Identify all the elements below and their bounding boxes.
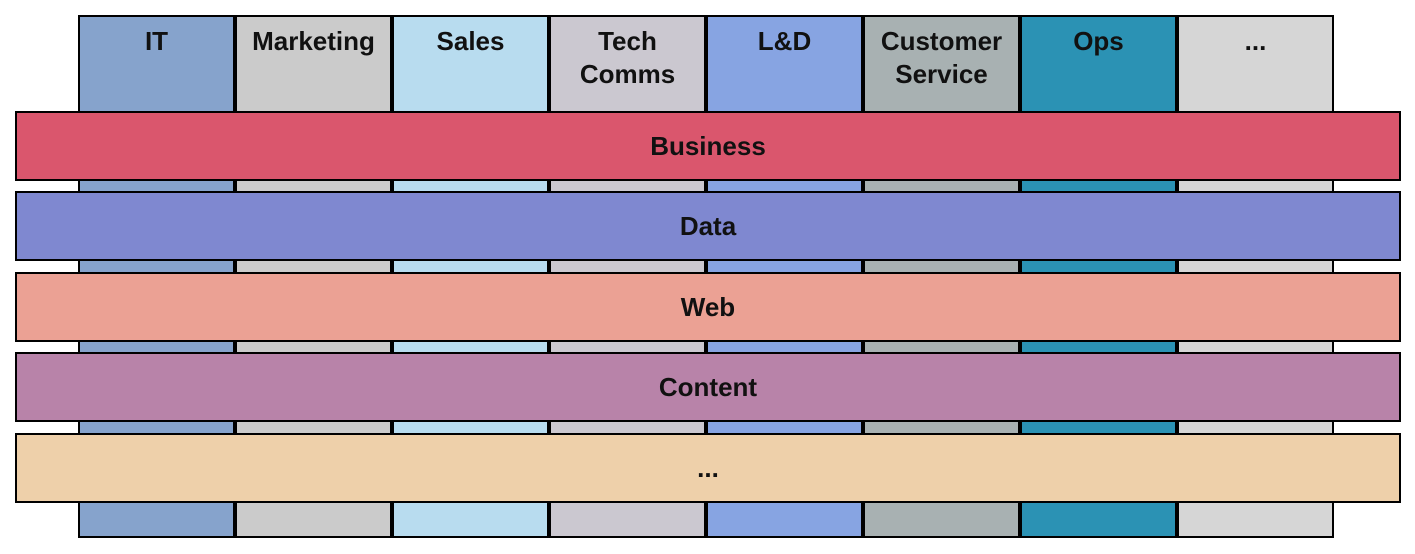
layer-label-data: Data: [679, 210, 737, 241]
layer-label-more: ...: [697, 452, 719, 483]
layer-data: Data: [15, 191, 1401, 261]
column-label-customer-service: Customer Service: [880, 26, 1003, 89]
layer-label-business: Business: [650, 130, 766, 161]
layer-content: Content: [15, 352, 1401, 422]
layer-web: Web: [15, 272, 1401, 342]
layer-label-web: Web: [680, 291, 736, 322]
layer-more: ...: [15, 433, 1401, 503]
column-label-marketing: Marketing: [252, 26, 375, 56]
column-label-more: ...: [1244, 26, 1267, 56]
column-label-it: IT: [144, 26, 169, 56]
column-label-ops: Ops: [1073, 26, 1124, 56]
layer-business: Business: [15, 111, 1401, 181]
column-label-tech-comms: Tech Comms: [579, 26, 676, 89]
column-label-sales: Sales: [436, 26, 505, 56]
column-label-l-and-d: L&D: [757, 26, 812, 56]
layer-label-content: Content: [658, 371, 758, 402]
